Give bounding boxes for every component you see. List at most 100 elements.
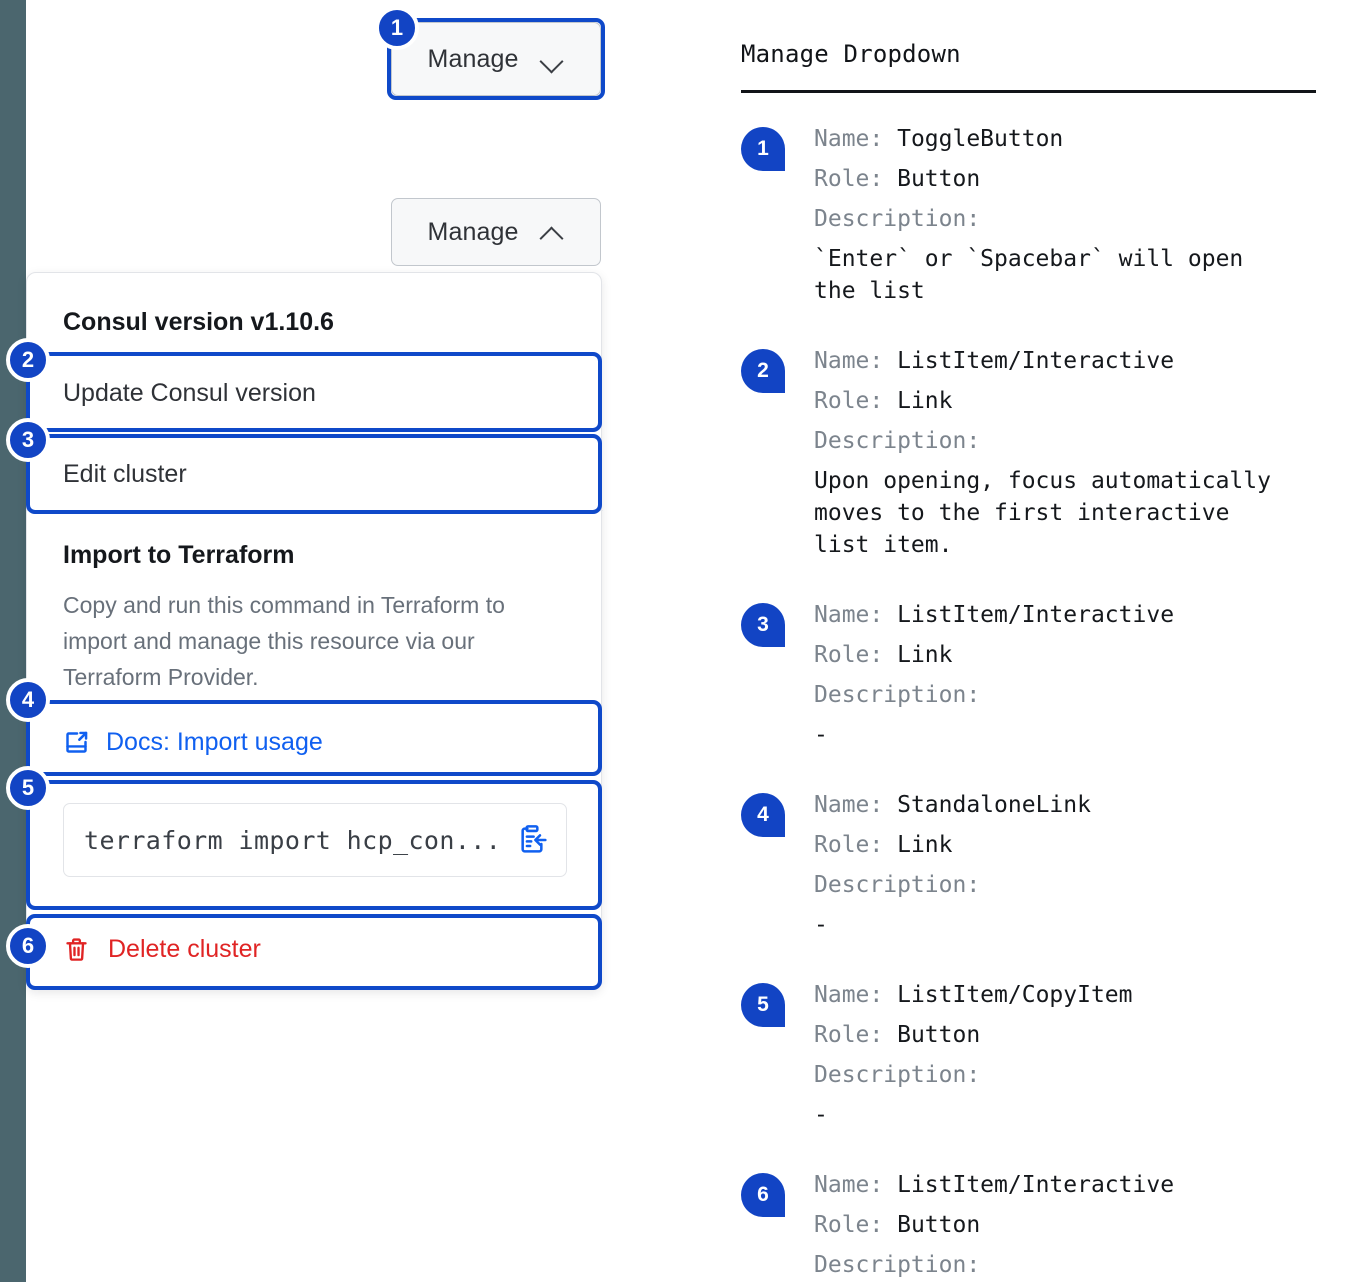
menu-item-docs-import-usage[interactable]: Docs: Import usage xyxy=(63,728,323,757)
legend-description-key: Description: xyxy=(814,682,981,708)
legend-name-key: Name: xyxy=(814,792,898,818)
trash-icon xyxy=(63,936,90,963)
manage-dropdown-panel: Consul version v1.10.6 Update Consul ver… xyxy=(26,272,603,990)
legend-row: Description: xyxy=(814,675,1321,715)
consul-version-heading: Consul version v1.10.6 xyxy=(63,308,334,336)
legend-badge-2: 2 xyxy=(741,349,785,393)
legend-role-value: Button xyxy=(897,166,981,192)
legend-row: Role: Button xyxy=(814,1015,1321,1055)
legend-name-key: Name: xyxy=(814,348,898,374)
menu-divider xyxy=(27,510,603,511)
terraform-command-copy-item[interactable]: terraform import hcp_con... xyxy=(63,803,567,877)
manage-toggle-button-open[interactable]: Manage xyxy=(391,198,601,266)
legend-row: Name: ToggleButton xyxy=(814,119,1321,159)
legend-row: Role: Button xyxy=(814,159,1321,199)
legend-name-value: StandaloneLink xyxy=(897,792,1091,818)
legend-row: Description: xyxy=(814,1055,1321,1095)
delete-cluster-label: Delete cluster xyxy=(108,935,261,963)
legend-badge-1: 1 xyxy=(741,127,785,171)
docs-link-label: Docs: Import usage xyxy=(106,728,323,756)
legend-title: Manage Dropdown xyxy=(741,40,961,68)
legend-role-value: Link xyxy=(897,642,953,668)
legend-row: Role: Button xyxy=(814,1205,1321,1245)
legend-row: Description: xyxy=(814,421,1321,461)
legend-name-value: ListItem/Interactive xyxy=(897,602,1175,628)
import-description: Copy and run this command in Terraform t… xyxy=(63,592,505,690)
legend-badge-6: 6 xyxy=(741,1173,785,1217)
annotation-badge-3: 3 xyxy=(6,418,50,462)
legend-name-value: ListItem/Interactive xyxy=(897,348,1175,374)
manage-button-label: Manage xyxy=(427,44,519,73)
annotation-badge-6: 6 xyxy=(6,924,50,968)
annotation-badge-5: 5 xyxy=(6,766,50,810)
legend-row: Description: xyxy=(814,865,1321,905)
legend-row: Name: ListItem/CopyItem xyxy=(814,975,1321,1015)
legend-name-value: ListItem/CopyItem xyxy=(897,982,1133,1008)
legend-role-key: Role: xyxy=(814,1022,898,1048)
annotation-badge-4: 4 xyxy=(6,678,50,722)
legend-description-value: Upon opening, focus automatically moves … xyxy=(814,468,1271,558)
app-sidebar-rail xyxy=(0,0,26,1282)
legend-name-value: ToggleButton xyxy=(897,126,1064,152)
legend-name-key: Name: xyxy=(814,126,898,152)
legend-name-key: Name: xyxy=(814,602,898,628)
legend-row: Name: ListItem/Interactive xyxy=(814,341,1321,381)
legend-row: Role: Link xyxy=(814,635,1321,675)
legend-role-key: Role: xyxy=(814,166,898,192)
legend-description-value: `Enter` or `Spacebar` will open the list xyxy=(814,246,1244,304)
legend-description-key: Description: xyxy=(814,1252,981,1278)
import-to-terraform-heading: Import to Terraform xyxy=(63,541,295,569)
menu-item-edit-cluster[interactable]: Edit cluster xyxy=(63,460,187,488)
legend-row: Description: xyxy=(814,199,1321,239)
legend-role-value: Link xyxy=(897,832,953,858)
legend-description-key: Description: xyxy=(814,206,981,232)
legend-name-key: Name: xyxy=(814,1172,898,1198)
legend-row: Role: Link xyxy=(814,825,1321,865)
menu-item-delete-cluster[interactable]: Delete cluster xyxy=(63,935,261,964)
legend-role-key: Role: xyxy=(814,642,898,668)
external-link-icon xyxy=(63,729,90,756)
legend-row: Description: xyxy=(814,1245,1321,1282)
legend-row: Name: ListItem/Interactive xyxy=(814,1165,1321,1205)
legend-row: Name: StandaloneLink xyxy=(814,785,1321,825)
legend-description-value: - xyxy=(814,912,828,938)
legend-role-value: Button xyxy=(897,1022,981,1048)
legend-name-key: Name: xyxy=(814,982,898,1008)
copy-to-clipboard-icon[interactable] xyxy=(516,824,548,856)
legend-badge-5: 5 xyxy=(741,983,785,1027)
legend-role-key: Role: xyxy=(814,388,898,414)
legend-description-key: Description: xyxy=(814,428,981,454)
legend-description-key: Description: xyxy=(814,1062,981,1088)
annotation-badge-1: 1 xyxy=(375,6,419,50)
legend-divider xyxy=(741,90,1316,93)
legend-description-value: - xyxy=(814,722,828,748)
annotation-badge-2: 2 xyxy=(6,338,50,382)
legend-role-value: Link xyxy=(897,388,953,414)
legend-role-value: Button xyxy=(897,1212,981,1238)
legend-name-value: ListItem/Interactive xyxy=(897,1172,1175,1198)
chevron-down-icon xyxy=(540,47,564,71)
terraform-command-text: terraform import hcp_con... xyxy=(84,825,502,855)
legend-description-key: Description: xyxy=(814,872,981,898)
legend-badge-3: 3 xyxy=(741,603,785,647)
legend-role-key: Role: xyxy=(814,1212,898,1238)
manage-toggle-button-closed[interactable]: Manage xyxy=(391,22,601,96)
legend-row: Name: ListItem/Interactive xyxy=(814,595,1321,635)
manage-button-label-open: Manage xyxy=(427,217,519,246)
chevron-up-icon xyxy=(540,220,564,244)
menu-item-update-consul-version[interactable]: Update Consul version xyxy=(63,379,316,407)
